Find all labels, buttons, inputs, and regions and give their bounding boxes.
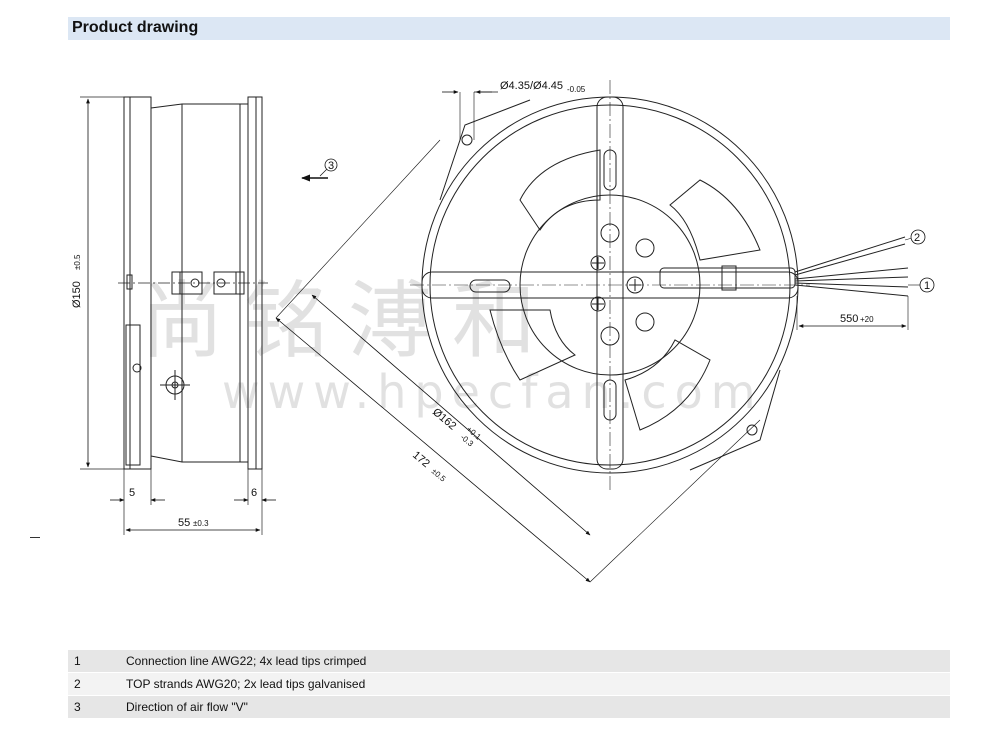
callout-1: 1 <box>924 280 930 292</box>
dim-55-tol: ±0.3 <box>193 519 209 528</box>
dim-6-label: 6 <box>251 487 257 499</box>
lug-bottom-right <box>689 369 781 471</box>
margin-mark <box>30 537 40 538</box>
blade-3 <box>624 339 711 431</box>
dim-550-label: 550 <box>840 313 858 325</box>
dim-hole-tol: -0.05 <box>567 85 586 94</box>
watermark-url: www.hpecfan.com <box>222 365 764 419</box>
dim-5-label: 5 <box>129 487 135 499</box>
airflow-arrow: 3 <box>301 158 338 182</box>
side-dimensions <box>86 98 276 532</box>
legend-table: 1 Connection line AWG22; 4x lead tips cr… <box>68 650 950 719</box>
legend-text: Connection line AWG22; 4x lead tips crim… <box>126 654 367 668</box>
legend-row: 2 TOP strands AWG20; 2x lead tips galvan… <box>68 673 950 696</box>
dim-172-tol: ±0.5 <box>430 467 448 484</box>
front-view <box>410 80 909 490</box>
callouts: 2 1 <box>910 229 935 293</box>
side-dim-text: Ø150 ±0.5 5 6 55 ±0.3 <box>71 254 257 529</box>
blade-1 <box>519 149 601 231</box>
dim-55-label: 55 <box>178 517 190 529</box>
dim-150-tol: ±0.5 <box>73 254 82 270</box>
section-header: Product drawing <box>68 17 950 40</box>
mount-bracket <box>125 324 141 466</box>
legend-number: 2 <box>74 677 81 691</box>
legend-row: 3 Direction of air flow "V" <box>68 696 950 719</box>
section-title: Product drawing <box>72 19 199 36</box>
legend-number: 1 <box>74 654 81 668</box>
legend-text: Direction of air flow "V" <box>126 700 248 714</box>
legend-number: 3 <box>74 700 81 714</box>
callout-2: 2 <box>914 232 920 244</box>
lug-top-left <box>439 99 531 201</box>
legend-text: TOP strands AWG20; 2x lead tips galvanis… <box>126 677 366 691</box>
dim-line-162 <box>311 294 591 536</box>
dim-150-label: Ø150 <box>71 281 83 308</box>
front-dimensions <box>275 90 920 583</box>
cable-guide <box>659 267 796 289</box>
dim-550-tol: +20 <box>860 315 874 324</box>
legend-row: 1 Connection line AWG22; 4x lead tips cr… <box>68 650 950 673</box>
blade-2 <box>669 179 761 261</box>
callout-3: 3 <box>328 160 334 172</box>
dim-172-label: 172 <box>410 449 432 470</box>
dim-hole-label: Ø4.35/Ø4.45 <box>500 80 563 92</box>
